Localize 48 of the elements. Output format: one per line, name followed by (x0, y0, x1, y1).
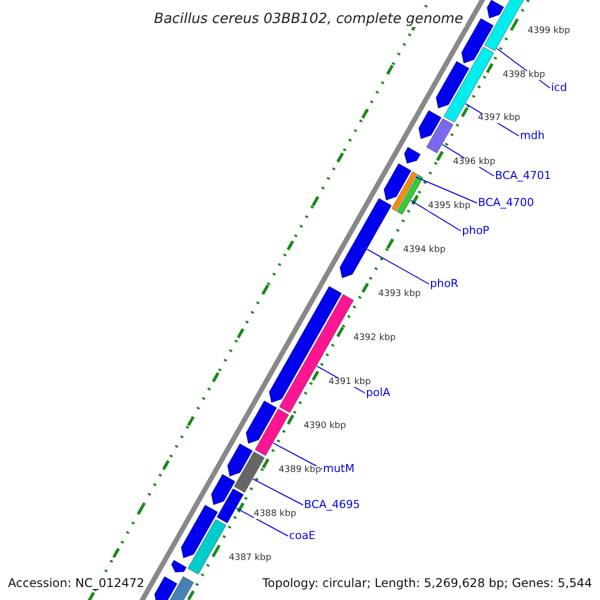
gene-segment (211, 474, 236, 505)
gene-label: BCA_4695 (304, 499, 360, 510)
gene-segment (234, 452, 265, 493)
tick-label: 4396 kbp (452, 158, 496, 168)
gene-segment (227, 444, 253, 476)
gene-segment (171, 560, 187, 572)
gene-label: icd (551, 82, 568, 93)
leader-line (272, 442, 322, 470)
tick-label: 4394 kbp (403, 246, 446, 256)
title: Bacillus cereus 03BB102, complete genome (152, 11, 466, 27)
tick-label: 4390 kbp (304, 422, 346, 432)
leader-line (252, 478, 304, 506)
gene-segment (384, 163, 412, 200)
footer-text: Topology: circular; Length: 5,269,628 bp; Genes: 5,544 (262, 577, 592, 589)
gene-segment (436, 61, 470, 108)
gene-label: mutM (323, 463, 354, 474)
gene-label: coaE (289, 530, 316, 541)
leader-line (236, 508, 288, 536)
gene-segment (154, 576, 178, 600)
leader-line (415, 176, 478, 204)
gene-label: polA (366, 387, 390, 398)
leader-line (410, 200, 462, 232)
gene-segment (404, 147, 421, 164)
tick-label: 4391 kbp (328, 378, 371, 388)
gene-label: mdh (520, 130, 545, 141)
gene-segment (418, 110, 442, 140)
tick-label: 4388 kbp (254, 510, 296, 519)
tick-label: 4393 kbp (378, 290, 421, 300)
tick-label: 4398 kbp (502, 70, 546, 80)
gene-segment (246, 400, 277, 444)
tick-label: 4397 kbp (478, 114, 520, 124)
gene-label: BCA_4700 (478, 197, 534, 208)
footer-text: Accession: NC_012472 (8, 577, 144, 589)
tick-label: 4392 kbp (353, 334, 396, 344)
gene-segment (484, 0, 526, 52)
tick-label: 4387 kbp (228, 554, 272, 563)
gene-segment (426, 118, 454, 154)
gene-segment (340, 198, 392, 278)
gene-label: BCA_4701 (495, 170, 552, 181)
gene-segment (392, 172, 418, 212)
tick-label: 4395 kbp (428, 202, 470, 212)
gene-label: phoR (430, 278, 458, 289)
gene-segment (461, 18, 494, 64)
gene-segment (216, 488, 244, 524)
gene-label: phoP (462, 225, 490, 236)
tick-label: 4389 kbp (278, 466, 322, 475)
tick-label: 4399 kbp (528, 26, 570, 36)
leader-line (366, 248, 430, 284)
